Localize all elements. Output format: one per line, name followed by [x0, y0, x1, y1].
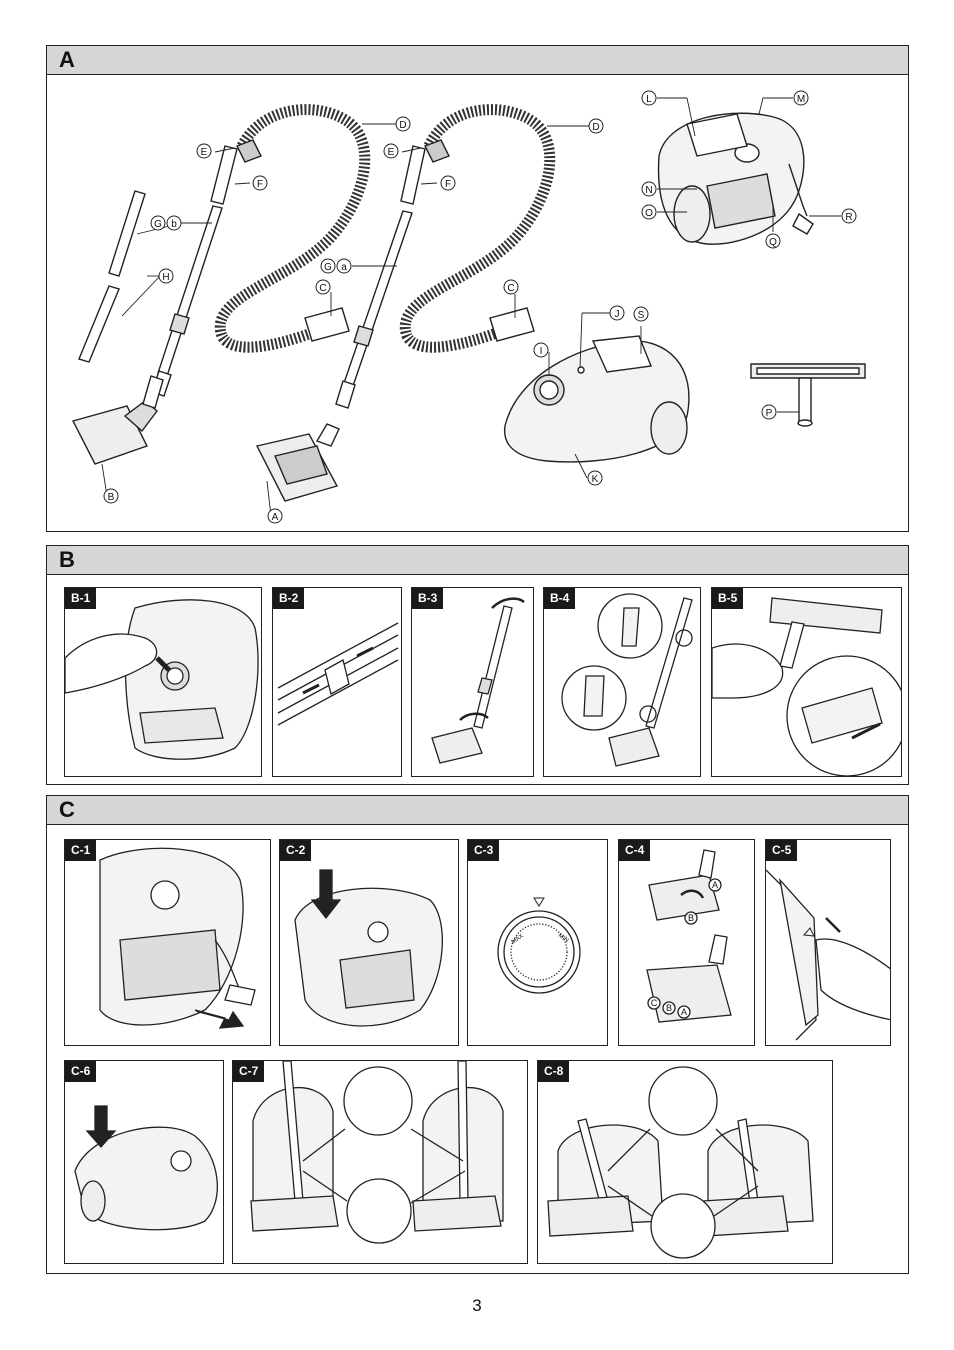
parts-overview-illustration: D D E E F F G b H G a C C J S I K P B A … [71, 90, 866, 524]
callout-e-2: E [388, 147, 395, 158]
callout-l: L [646, 94, 652, 105]
section-b: B B-1 B-2 B-3 [46, 545, 909, 785]
panel-b-1-label: B-1 [65, 588, 97, 609]
panel-c-6-label: C-6 [65, 1061, 97, 1082]
panel-c-5: C-5 [765, 839, 891, 1046]
section-b-header: B [47, 546, 908, 575]
callout-n: N [645, 185, 652, 196]
b-3-illustration [431, 597, 525, 764]
section-c-title: C [59, 797, 75, 822]
panel-b-1: B-1 [64, 587, 262, 777]
panel-b-5-label: B-5 [712, 588, 744, 609]
callout-a-small: a [341, 262, 347, 273]
callout-o: O [645, 208, 653, 219]
b-1-illustration [65, 599, 259, 760]
dial-min-label: MIN [557, 933, 569, 944]
panel-b-4: B-4 [543, 587, 701, 777]
c-4-label-a-top: A [712, 880, 718, 890]
telescopic-tube-left-illustration [151, 145, 238, 397]
callout-j: J [615, 309, 620, 320]
hose-left-illustration [214, 104, 371, 353]
section-a: A [46, 45, 909, 532]
vacuum-body-illustration [503, 335, 690, 463]
extension-tubes-illustration [78, 190, 146, 363]
c-8-illustration [547, 1066, 814, 1259]
callout-b-small: b [171, 219, 177, 230]
c-3-illustration: MAX MIN [497, 897, 581, 994]
callout-circles [103, 90, 857, 524]
panel-b-2-label: B-2 [273, 588, 305, 609]
panel-c-7: C-7 [232, 1060, 528, 1264]
section-a-header: A [47, 46, 908, 75]
floor-nozzle-a-illustration [255, 423, 340, 502]
c-2-illustration [294, 869, 443, 1027]
callout-s: S [638, 310, 645, 321]
callout-b: B [108, 492, 115, 503]
c-4-label-b-top: B [688, 913, 694, 923]
callout-c-1: C [319, 283, 326, 294]
panel-b-2: B-2 [272, 587, 402, 777]
panel-c-1: C-1 [64, 839, 271, 1046]
section-a-title: A [59, 47, 75, 72]
c-7-illustration [250, 1061, 504, 1244]
callout-i: I [540, 346, 543, 357]
panel-c-7-label: C-7 [233, 1061, 265, 1082]
callout-d-1: D [399, 120, 406, 131]
b-2-illustration [277, 622, 399, 726]
panel-c-3-label: C-3 [468, 840, 500, 861]
panel-b-3-label: B-3 [412, 588, 444, 609]
callout-d-2: D [592, 122, 599, 133]
callout-c-2: C [507, 283, 514, 294]
crevice-tool-illustration [750, 363, 866, 427]
panel-c-5-label: C-5 [766, 840, 798, 861]
callout-g-2: G [324, 262, 332, 273]
c-4-label-c: C [651, 998, 658, 1008]
panel-c-8: C-8 [537, 1060, 833, 1264]
section-c: C C-1 C-2 MAX MIN C-3 [46, 795, 909, 1274]
hose-right-illustration [399, 104, 556, 353]
c-4-illustration: A B C B A [646, 849, 732, 1023]
callout-g-1: G [154, 219, 162, 230]
b-5-illustration [712, 597, 901, 776]
panel-c-8-label: C-8 [538, 1061, 570, 1082]
callout-e-1: E [201, 147, 208, 158]
panel-c-6: C-6 [64, 1060, 224, 1264]
panel-c-3: MAX MIN C-3 [467, 839, 608, 1046]
vacuum-top-view-illustration [657, 112, 814, 245]
c-1-illustration [99, 847, 256, 1029]
telescopic-tube-right-illustration [335, 145, 426, 409]
callout-f-1: F [257, 179, 263, 190]
panel-b-5: B-5 [711, 587, 902, 777]
c-6-illustration [74, 1105, 218, 1231]
panel-c-2: C-2 [279, 839, 459, 1046]
b-4-illustration [561, 593, 693, 767]
section-c-header: C [47, 796, 908, 825]
c-4-label-a: A [681, 1007, 687, 1017]
callout-a: A [272, 512, 279, 523]
panel-c-4: A B C B A C-4 [618, 839, 755, 1046]
callout-f-2: F [445, 179, 451, 190]
panel-b-3: B-3 [411, 587, 534, 777]
callout-m: M [797, 94, 805, 105]
panel-b-4-label: B-4 [544, 588, 576, 609]
panel-c-4-label: C-4 [619, 840, 651, 861]
page-number: 3 [472, 1296, 482, 1315]
callout-k: K [592, 474, 599, 485]
panel-c-2-label: C-2 [280, 840, 312, 861]
leader-lines [101, 97, 841, 517]
callout-h: H [162, 272, 169, 283]
floor-nozzle-b-illustration [71, 375, 164, 465]
callout-q: Q [769, 237, 777, 248]
panel-c-1-label: C-1 [65, 840, 97, 861]
section-b-title: B [59, 547, 75, 572]
callout-p: P [766, 408, 773, 419]
callout-r: R [845, 212, 852, 223]
callout-labels: D D E E F F G b H G a C C J S I K P B A … [108, 94, 853, 523]
c-5-illustration [766, 869, 890, 1041]
c-4-label-b: B [666, 1003, 672, 1013]
